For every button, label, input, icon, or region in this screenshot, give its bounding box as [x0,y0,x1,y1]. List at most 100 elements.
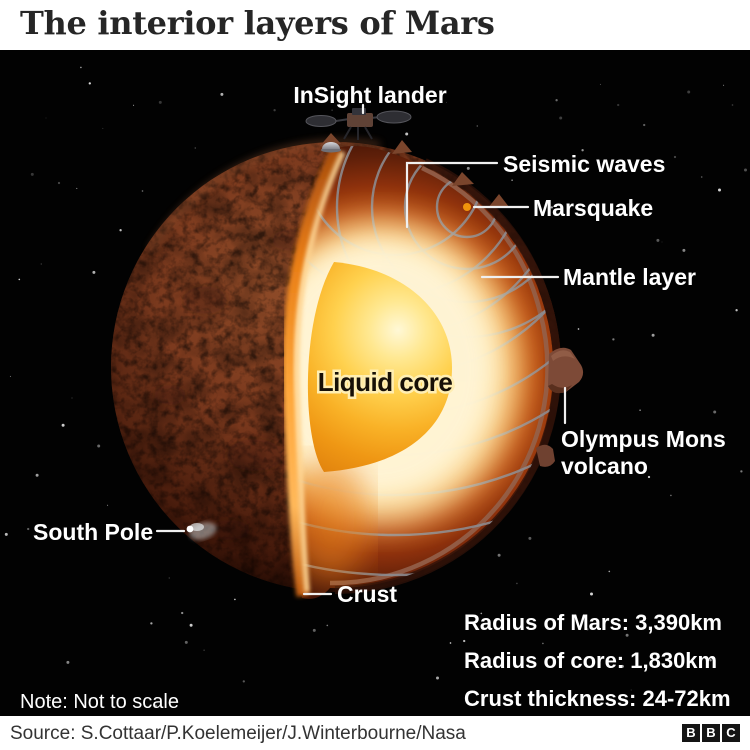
star [639,409,641,412]
star [643,123,646,127]
star [687,90,691,94]
star [466,166,470,170]
star [312,628,316,632]
mars-cutaway-illustration: InSight lander Seismic waves Marsquake M… [4,66,747,713]
star [682,248,686,252]
star [405,132,409,136]
star [57,181,61,185]
star [670,494,672,497]
stat-crust-thickness: Crust thickness: 24-72km [464,686,731,711]
page-title: The interior layers of Mars [20,4,495,42]
label-crust: Crust [337,581,397,607]
starfield [4,66,747,708]
bbc-logo-block-2: B [702,724,720,742]
star [97,444,101,448]
star [735,309,738,312]
star [242,680,245,683]
star [692,689,694,691]
star [586,628,589,631]
diagram-canvas: InSight lander Seismic waves Marsquake M… [0,50,750,716]
surface-ridge-spikes [320,133,509,208]
crust-outer-shadow-ring [334,158,562,594]
liquid-core-sphere [307,262,452,472]
star [555,99,558,102]
star [203,649,205,652]
star [590,592,593,596]
star [608,570,611,573]
south-pole-dot [186,525,194,533]
star [656,238,660,242]
star [723,84,725,86]
star [577,328,580,330]
title-bar: The interior layers of Mars [0,0,750,50]
stats-block: Radius of Mars: 3,390km Radius of core: … [464,610,731,711]
star [673,155,677,159]
star [40,263,42,265]
leader-seismic-waves [405,161,499,229]
star [184,640,188,644]
label-south-pole: South Pole [33,519,153,545]
star [4,532,8,536]
star [220,92,224,96]
annotation-leaders [155,103,567,596]
star [516,582,518,585]
star [436,676,439,680]
star [630,689,632,691]
mars-planet [111,108,584,599]
cutaway-interior [282,146,562,599]
star [617,103,620,107]
star [647,475,651,479]
star [713,410,717,414]
star [141,190,144,192]
star [107,504,109,506]
star [27,527,30,531]
star [651,333,655,337]
star [35,473,39,477]
star [9,375,11,377]
stat-radius-mars: Radius of Mars: 3,390km [464,610,722,635]
star [88,82,91,85]
label-marsquake: Marsquake [533,195,653,221]
star [133,104,135,106]
crust-inner-rim [329,165,550,586]
star [559,116,563,120]
star [620,664,624,668]
star [154,704,157,708]
star [76,187,78,189]
star [181,611,184,615]
footer-bar: Source: S.Cottaar/P.Koelemeijer/J.Winter… [0,716,750,750]
lander-legs [343,126,373,140]
star [599,83,601,85]
star [71,397,73,399]
star [528,536,532,540]
bbc-logo: B B C [682,724,740,742]
star [234,598,236,601]
star [119,229,122,232]
label-mantle-layer: Mantle layer [563,264,696,290]
south-pole-ice-patch [189,522,217,540]
solar-panel-right [376,110,412,124]
star [612,338,615,341]
label-liquid-core: Liquid core [318,367,453,397]
star [550,206,553,209]
star [80,66,82,69]
stat-radius-core: Radius of core: 1,830km [464,648,717,673]
star [744,168,747,172]
star [273,109,276,112]
lower-cut-face-glow [290,458,370,582]
bbc-logo-block-1: B [682,724,700,742]
star [740,470,743,473]
insight-lander [305,108,412,153]
cut-seam-mantle-edge [282,147,343,597]
star [66,660,70,664]
label-olympus-mons-line1: Olympus Mons [561,426,726,452]
seis-instrument-dome [322,142,340,149]
label-insight-lander: InSight lander [293,82,446,108]
annotation-labels: InSight lander Seismic waves Marsquake M… [33,82,726,607]
star [30,172,34,176]
label-seismic-waves: Seismic waves [503,151,665,177]
star [700,176,703,178]
marsquake-dot [463,203,471,211]
star [476,125,478,127]
